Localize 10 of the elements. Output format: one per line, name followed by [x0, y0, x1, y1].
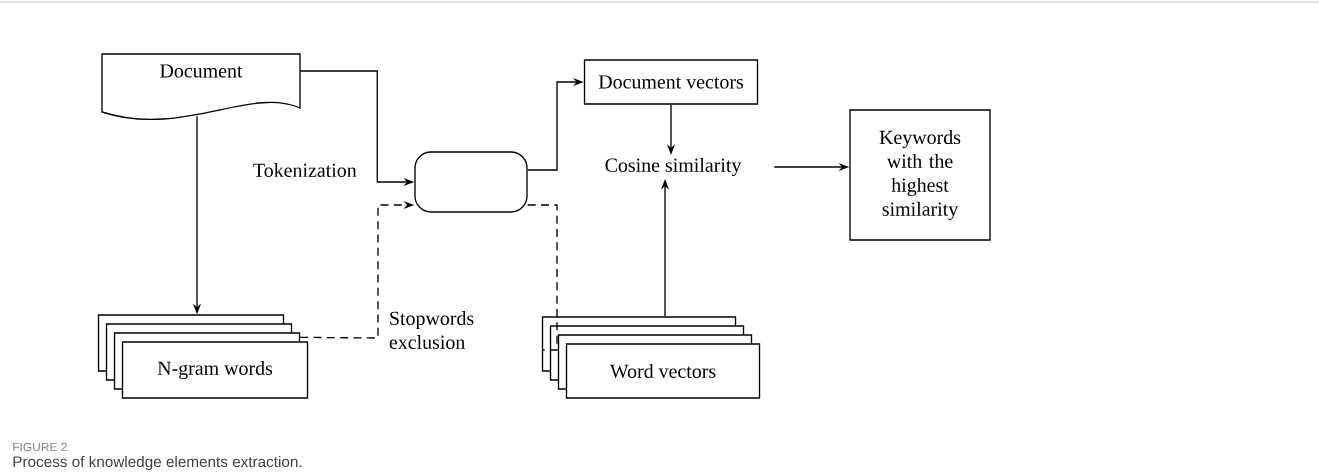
edge-label: Stopwords exclusion [386, 308, 487, 352]
process-box [414, 151, 528, 213]
stacked-boxes: N-gram words [97, 314, 309, 399]
caption: Process of knowledge elements extraction. [13, 455, 302, 471]
edge-label: Tokenization [250, 160, 357, 180]
stacked-boxes: Word vectors [541, 316, 761, 399]
figure-number: FIGURE 2 [13, 442, 67, 452]
bare-text: Cosine similarity [605, 157, 742, 177]
process-box: Document vectors [583, 59, 759, 105]
process-box: Keywords with the highest similarity [849, 109, 991, 241]
